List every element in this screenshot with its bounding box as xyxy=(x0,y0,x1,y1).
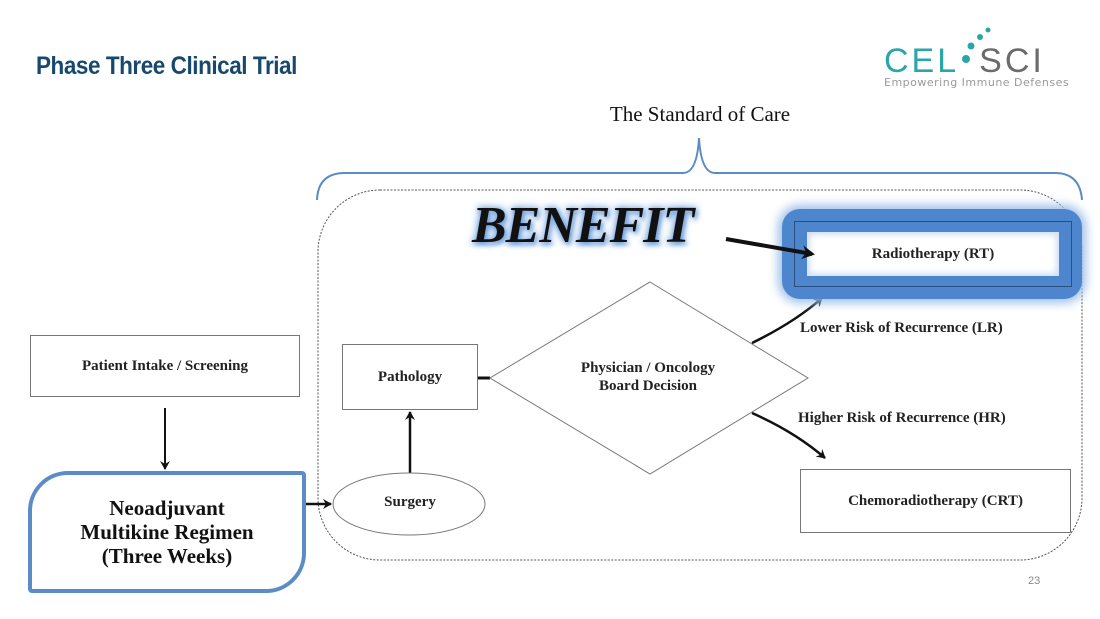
node-pathology-label: Pathology xyxy=(377,368,443,385)
neoadjuvant-line-1: Neoadjuvant xyxy=(109,496,225,520)
neoadjuvant-line-3: (Three Weeks) xyxy=(101,544,233,568)
node-radiotherapy-label: Radiotherapy (RT) xyxy=(871,245,995,262)
node-pathology: Pathology xyxy=(342,344,478,410)
node-patient-intake-label: Patient Intake / Screening xyxy=(82,357,248,374)
benefit-callout: BENEFIT xyxy=(472,197,694,254)
arrow-decision-to-crt xyxy=(751,411,826,459)
arrow-decision-to-rt xyxy=(751,297,823,345)
edge-label-higher-risk: Higher Risk of Recurrence (HR) xyxy=(798,410,1006,426)
decision-line-1: Physician / Oncology xyxy=(580,360,716,376)
node-surgery-label: Surgery xyxy=(384,494,436,510)
logo-dots-icon xyxy=(962,27,991,63)
node-decision-label: Physician / Oncology Board Decision xyxy=(540,359,756,395)
standard-of-care-brace xyxy=(316,137,1083,201)
logo-wordmark: CEL SCI xyxy=(884,42,1045,81)
neoadjuvant-line-2: Multikine Regimen xyxy=(80,520,254,544)
logo-word-sci: SCI xyxy=(979,42,1045,80)
node-chemoradiotherapy: Chemoradiotherapy (CRT) xyxy=(800,469,1071,533)
standard-of-care-region xyxy=(317,189,1083,561)
node-patient-intake: Patient Intake / Screening xyxy=(30,335,300,397)
standard-of-care-label: The Standard of Care xyxy=(609,102,791,126)
edge-label-lower-risk: Lower Risk of Recurrence (LR) xyxy=(800,320,1003,336)
logo-tagline: Empowering Immune Defenses xyxy=(884,76,1070,89)
node-chemoradiotherapy-label: Chemoradiotherapy (CRT) xyxy=(848,492,1023,509)
decision-line-2: Board Decision xyxy=(599,378,697,394)
node-neoadjuvant-multikine: Neoadjuvant Multikine Regimen (Three Wee… xyxy=(28,471,306,593)
page-number: 23 xyxy=(1028,575,1041,587)
node-radiotherapy: Radiotherapy (RT) xyxy=(807,232,1059,276)
decision-diamond xyxy=(489,281,809,475)
celsci-logo: CEL SCI Empowering Immune Defenses xyxy=(884,26,1074,96)
node-radiotherapy-frame: Radiotherapy (RT) xyxy=(794,221,1072,287)
slide-title: Phase Three Clinical Trial xyxy=(36,52,297,80)
surgery-ellipse xyxy=(332,472,486,536)
logo-word-cel: CEL xyxy=(884,42,960,80)
node-radiotherapy-highlight: Radiotherapy (RT) xyxy=(782,209,1082,299)
